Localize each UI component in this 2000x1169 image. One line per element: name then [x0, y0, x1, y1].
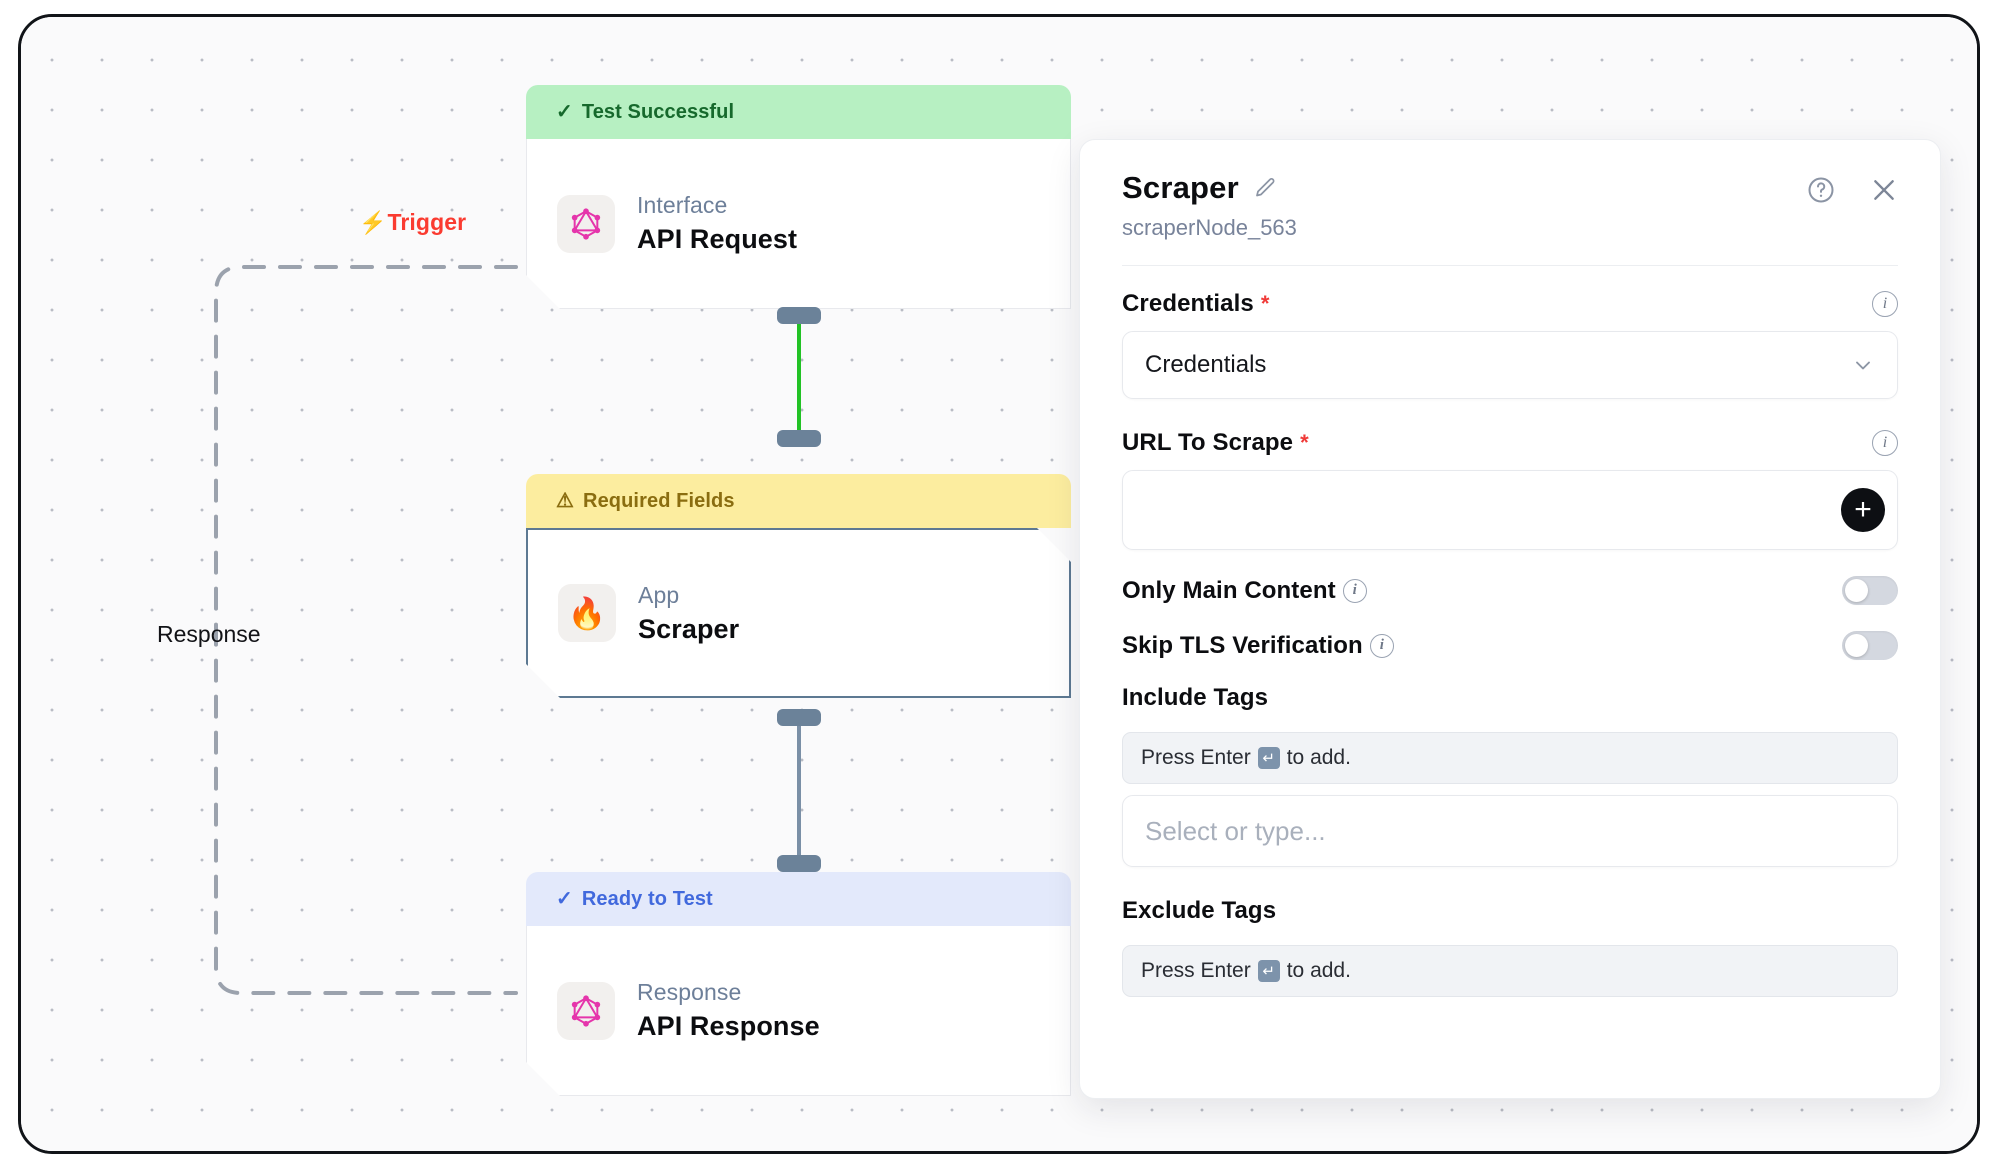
response-edge-label: Response	[157, 621, 261, 647]
panel-form: Credentials * i Credentials URL To Scrap…	[1080, 266, 1940, 997]
panel-action-buttons	[1806, 174, 1900, 206]
field-label-url-to-scrape: URL To Scrape *	[1122, 429, 1309, 457]
only-main-content-toggle[interactable]	[1842, 576, 1898, 605]
info-icon[interactable]: i	[1872, 291, 1898, 317]
pencil-icon[interactable]	[1253, 176, 1277, 200]
field-url-header: URL To Scrape * i	[1122, 429, 1898, 457]
node-body[interactable]: Response API Response	[526, 926, 1071, 1096]
hint-prefix: Press Enter	[1141, 746, 1251, 769]
node-handle-target-scraper[interactable]	[777, 430, 821, 447]
credentials-select-value: Credentials	[1145, 351, 1267, 378]
node-handle-target-api-response[interactable]	[777, 855, 821, 872]
node-status-banner-warning: ⚠ Required Fields	[526, 474, 1071, 528]
check-icon: ✓	[556, 101, 573, 123]
include-tags-placeholder: Select or type...	[1145, 815, 1326, 846]
field-label-text: Exclude Tags	[1122, 897, 1277, 924]
node-status-text: Required Fields	[583, 489, 735, 512]
panel-title: Scraper	[1122, 170, 1239, 205]
edge-scraper-to-api-response	[797, 717, 801, 862]
node-title-label: Scraper	[638, 613, 740, 644]
include-tags-hint: Press Enter ↵ to add.	[1122, 732, 1898, 784]
node-status-text: Test Successful	[581, 100, 735, 123]
field-only-main-content: Only Main Content i	[1122, 576, 1898, 605]
graphql-icon	[557, 982, 615, 1040]
node-properties-panel: Scraper scraperNode_563	[1079, 139, 1941, 1099]
node-title-label: API Request	[637, 224, 798, 254]
hint-suffix: to add.	[1286, 959, 1351, 982]
hint-suffix: to add.	[1286, 746, 1351, 769]
node-status-banner-success: ✓ Test Successful	[526, 85, 1071, 139]
enter-key-icon: ↵	[1257, 747, 1280, 769]
url-to-scrape-input[interactable]: +	[1122, 470, 1898, 550]
field-label-text: Credentials	[1122, 290, 1254, 317]
lightning-bolt-icon: ⚡	[359, 209, 387, 235]
node-api-response[interactable]: ✓ Ready to Test Response API R	[526, 872, 1071, 1096]
field-label-text: Skip TLS Verification	[1122, 631, 1363, 659]
flame-icon: 🔥	[558, 584, 616, 642]
field-label-include-tags: Include Tags	[1122, 684, 1898, 712]
field-label-text: Only Main Content	[1122, 576, 1336, 604]
node-handle-source-scraper[interactable]	[777, 709, 821, 726]
info-icon[interactable]: i	[1872, 430, 1898, 456]
close-icon[interactable]	[1868, 174, 1900, 206]
field-label-only-main-content: Only Main Content i	[1122, 577, 1367, 605]
edge-api-request-to-scraper	[797, 315, 801, 437]
node-scraper[interactable]: ⚠ Required Fields 🔥 App Scraper	[526, 474, 1071, 698]
warning-triangle-icon: ⚠	[556, 490, 575, 512]
add-url-button[interactable]: +	[1841, 488, 1885, 532]
flame-glyph: 🔥	[567, 595, 607, 631]
chevron-down-icon	[1851, 353, 1875, 377]
include-tags-input[interactable]: Select or type...	[1122, 795, 1898, 867]
node-kind-label: App	[638, 581, 680, 608]
info-icon[interactable]: i	[1369, 633, 1394, 658]
exclude-tags-hint: Press Enter ↵ to add.	[1122, 945, 1898, 997]
node-status-text: Ready to Test	[581, 887, 713, 910]
trigger-label: ⚡ Trigger	[359, 209, 466, 236]
node-kind-label: Response	[637, 979, 742, 1005]
node-kind-label: Interface	[637, 192, 728, 218]
field-skip-tls-verification: Skip TLS Verification i	[1122, 631, 1898, 660]
info-icon[interactable]: i	[1342, 578, 1367, 603]
help-circle-icon[interactable]	[1806, 175, 1836, 205]
required-marker: *	[1300, 430, 1309, 455]
panel-divider	[1122, 265, 1898, 266]
field-credentials-header: Credentials * i	[1122, 290, 1898, 318]
field-label-credentials: Credentials *	[1122, 290, 1269, 318]
graphql-icon	[557, 195, 615, 253]
toggle-knob	[1845, 634, 1868, 657]
node-handle-source-api-request[interactable]	[777, 307, 821, 324]
node-body[interactable]: Interface API Request	[526, 139, 1071, 309]
enter-key-icon: ↵	[1257, 960, 1280, 982]
panel-node-id: scraperNode_563	[1122, 215, 1297, 240]
node-title-label: API Response	[637, 1011, 820, 1041]
toggle-knob	[1845, 579, 1868, 602]
check-icon: ✓	[556, 888, 573, 910]
node-body[interactable]: 🔥 App Scraper	[526, 528, 1071, 698]
node-status-banner-ready: ✓ Ready to Test	[526, 872, 1071, 926]
field-label-text: Include Tags	[1122, 684, 1269, 711]
field-label-skip-tls-verification: Skip TLS Verification i	[1122, 632, 1394, 660]
skip-tls-verification-toggle[interactable]	[1842, 631, 1898, 660]
credentials-select[interactable]: Credentials	[1122, 331, 1898, 399]
node-api-request[interactable]: ✓ Test Successful Interface AP	[526, 85, 1071, 309]
trigger-label-text: Trigger	[387, 209, 467, 235]
panel-header: Scraper scraperNode_563	[1080, 140, 1940, 241]
required-marker: *	[1260, 291, 1270, 316]
field-label-exclude-tags: Exclude Tags	[1122, 897, 1898, 925]
field-label-text: URL To Scrape	[1122, 429, 1294, 456]
workflow-app-frame: ⚡ Trigger Response ✓ Test Successful	[18, 14, 1980, 1154]
hint-prefix: Press Enter	[1141, 959, 1251, 982]
